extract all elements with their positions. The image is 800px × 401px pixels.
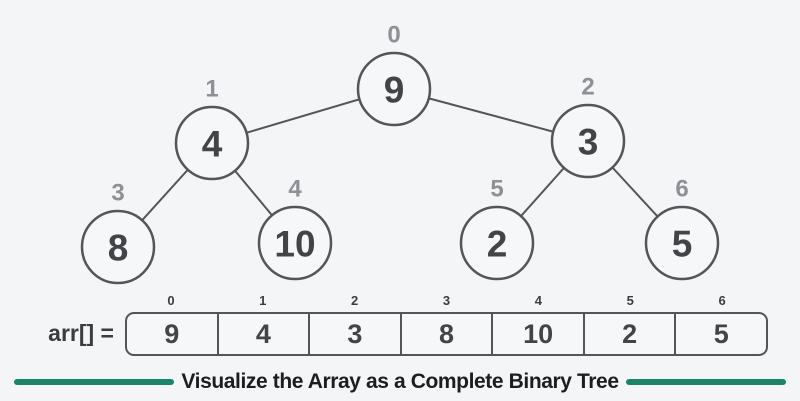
tree-node-value: 10 [274, 224, 315, 265]
tree-node: 32 [550, 74, 626, 179]
tree-node-circle [644, 205, 720, 281]
caption-left-line [14, 378, 175, 385]
tree-node-index: 2 [581, 74, 594, 101]
tree-node-value: 4 [202, 124, 223, 165]
tree-node-index: 6 [675, 176, 688, 203]
tree-node: 25 [459, 176, 535, 281]
array-cell: 5 [674, 314, 766, 354]
caption-text: Visualize the Array as a Complete Binary… [181, 369, 619, 393]
tree-node: 56 [644, 176, 720, 281]
tree-node-index: 1 [205, 76, 218, 103]
array-cell: 10 [491, 314, 583, 354]
tree-node-circle [80, 209, 156, 285]
array-index-label: 6 [718, 293, 726, 308]
array-cell: 9 [164, 318, 180, 349]
array-cell: 2 [582, 314, 675, 354]
caption: Visualize the Array as a Complete Binary… [0, 368, 800, 395]
tree-node-circle [459, 205, 535, 281]
array-index-label: 2 [351, 293, 359, 308]
tree-node-index: 3 [111, 180, 124, 207]
array-index-label: 5 [626, 293, 634, 308]
tree-node: 83 [80, 180, 156, 285]
tree-node-index: 5 [490, 176, 503, 203]
array-index-label: 4 [534, 293, 542, 308]
tree-node-value: 9 [384, 70, 405, 111]
array-index-label: 0 [167, 293, 175, 308]
tree-node-circle [550, 103, 626, 179]
tree-node-value: 2 [487, 224, 508, 265]
array-index-label: 3 [442, 293, 451, 308]
tree-node-value: 3 [578, 122, 599, 163]
tree-node-value: 5 [672, 224, 693, 265]
array-cell: 4 [216, 314, 309, 354]
tree-node-circle [174, 105, 250, 181]
tree-node-index: 0 [387, 22, 400, 49]
array-label: arr[] = [48, 320, 114, 346]
array-cell: 8 [399, 314, 492, 354]
array-index-label: 1 [259, 293, 267, 308]
tree-node-circle [356, 51, 432, 127]
caption-right-line [625, 378, 787, 385]
tree-node: 41 [174, 76, 250, 181]
tree-node-index: 4 [288, 176, 302, 203]
tree-node: 90 [356, 22, 432, 127]
array-cell: 3 [308, 314, 400, 354]
tree-node-circle [257, 205, 333, 281]
array-index-row: 0 1 2 3 4 5 6 [125, 293, 768, 309]
tree-node: 10 4 [257, 176, 333, 281]
tree-node-value: 8 [108, 228, 129, 269]
